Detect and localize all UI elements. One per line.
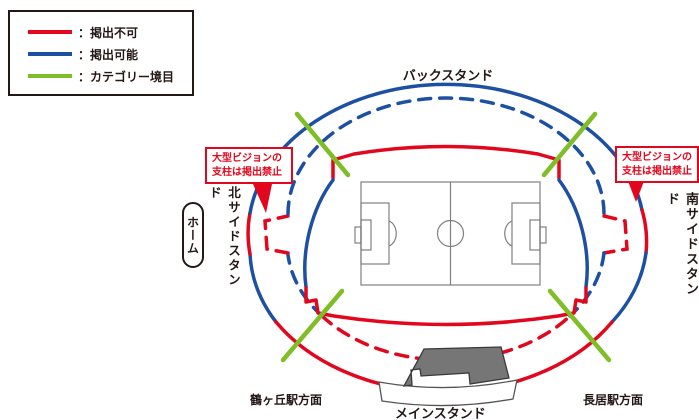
legend-red-line-swatch: [28, 30, 72, 34]
pitch-right-penalty-area: [511, 202, 541, 265]
category-boundary-top-right-line: [541, 111, 598, 178]
main-stand-roof-shape: [402, 346, 510, 387]
legend-item-forbidden: ：掲出不可: [28, 21, 192, 43]
outer-ring-right-lower-allowed-line: [610, 251, 648, 324]
legend-box: ：掲出不可 ：掲出可能 ：カテゴリー境目: [8, 10, 194, 96]
outer-ring-right-pillar-forbidden-line: [640, 208, 649, 255]
legend-blue-line-swatch: [28, 52, 72, 56]
pitch-right-goal-area: [529, 219, 541, 251]
home-badge: ホーム: [182, 202, 204, 268]
pitch-left-goal: [354, 226, 362, 244]
callout-line1: 大型ビジョンの: [212, 153, 282, 164]
callout-line1: 大型ビジョンの: [622, 152, 692, 163]
outer-ring-back-stand-allowed-line: [248, 82, 644, 215]
legend-item-label: ：カテゴリー境目: [78, 69, 175, 84]
left-vision-pillar-callout: 大型ビジョンの 支柱は掲出禁止: [205, 147, 293, 184]
pitch-left-goal-area: [360, 219, 372, 251]
callout-line2: 支柱は掲出禁止: [212, 166, 282, 178]
soccer-pitch: [354, 181, 547, 286]
legend-item-allowed: ：掲出可能: [28, 43, 192, 65]
legend-item-category-boundary: ：カテゴリー境目: [28, 65, 192, 87]
outer-ring-left-pillar-forbidden-line: [246, 211, 252, 256]
pitch-right-penalty-arc: [504, 220, 513, 247]
inner-ring-right-allowed-line: [557, 178, 589, 289]
pitch-left-penalty-area: [360, 202, 390, 265]
north-side-stand-label: 北サイドスタンド: [207, 186, 241, 288]
category-boundary-bottom-right-line: [547, 288, 612, 363]
middle-ring-back-stand-allowed-dashed: [286, 96, 606, 216]
middle-ring-right-pillar-forbidden-dashed: [602, 214, 629, 255]
inner-ring-top-forbidden-line: [331, 144, 561, 180]
right-vision-pillar-callout: 大型ビジョンの 支柱は掲出禁止: [615, 146, 699, 183]
tsurugaoka-station-direction-label: 鶴ヶ丘駅方面: [249, 393, 322, 407]
legend-item-label: ：掲出可能: [78, 47, 139, 62]
category-boundary-bottom-left-line: [280, 288, 345, 363]
pitch-left-penalty-arc: [388, 220, 397, 247]
nagai-station-direction-label: 長居駅方面: [582, 393, 643, 407]
category-boundary-top-left-line: [294, 111, 351, 178]
left-callout-arrow: [253, 184, 272, 213]
back-stand-label: バックスタンド: [402, 69, 494, 84]
legend-item-label: ：掲出不可: [78, 25, 139, 40]
callout-line2: 支柱は掲出禁止: [622, 165, 692, 177]
outer-ring-left-lower-allowed-line: [248, 252, 278, 324]
legend-green-line-swatch: [28, 74, 72, 78]
middle-ring-left-pillar-forbidden-dashed: [263, 214, 290, 255]
main-stand-lower-tier-shape: [378, 379, 518, 407]
pitch-right-goal: [539, 226, 547, 244]
pitch-center-circle: [436, 219, 465, 248]
inner-ring-bottom-forbidden-line: [304, 286, 588, 327]
inner-ring-left-allowed-line: [303, 178, 335, 289]
main-stand-label: メインスタンド: [395, 407, 486, 420]
south-side-stand-label: 南サイドスタンド: [664, 192, 698, 297]
